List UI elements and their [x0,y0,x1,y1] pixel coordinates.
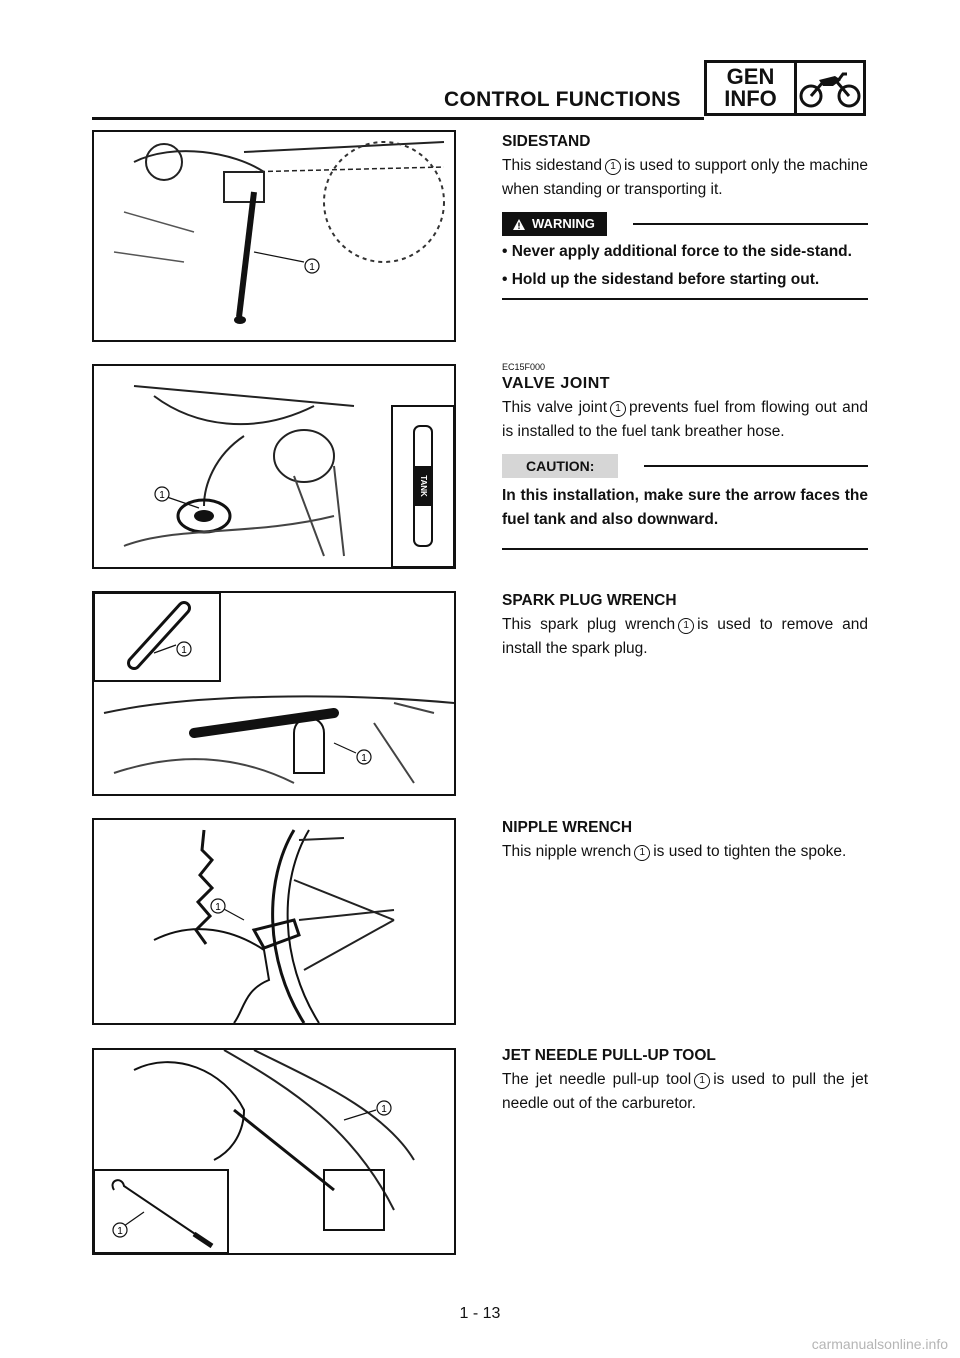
caution-header: CAUTION: [502,454,868,478]
section-title: SIDESTAND [502,133,591,150]
figure-callout-label: 1 [361,753,367,764]
paragraph-text: is used to remove and install the spark … [502,616,868,657]
watermark: carmanualsonline.info [811,1336,948,1352]
figure-valve-joint: 1 TANK [92,364,456,569]
figure-spark-plug-wrench: 1 1 [92,591,456,796]
section-title: NIPPLE WRENCH [502,819,633,836]
inset-tank-label: TANK [419,475,428,497]
callout-number: 1 [604,159,621,175]
section-title: JET NEEDLE PULL-UP TOOL [502,1047,716,1064]
caution-text: In this installation, make sure the arro… [502,487,868,528]
section-badge: GEN INFO [704,60,866,116]
page-header-title: CONTROL FUNCTIONS [444,88,681,111]
paragraph-text: This sidestand [502,157,602,174]
paragraph-text: is used to pull the jet needle out of th… [502,1071,869,1112]
section-code: EC15F000 [502,362,546,372]
warning-rule [632,223,868,225]
warning-header: WARNING [502,212,868,236]
figure-callout-label: 1 [381,1104,387,1115]
caution-badge: CAUTION: [502,454,619,478]
warning-label: WARNING [532,216,595,231]
figure-callout-label: 1 [215,902,221,913]
figure-jet-needle-tool: 1 1 [92,1048,456,1255]
page-number: 1 - 13 [459,1305,501,1322]
warning-end-rule [502,298,868,300]
callout-number: 1 [610,401,627,417]
paragraph-text: is used to tighten the spoke. [653,843,847,860]
warning-bullet: • Never apply additional force to the si… [502,243,852,260]
badge-line-info: INFO [724,86,777,111]
section-badge-text: GEN INFO [707,63,797,113]
warning-triangle-icon [513,218,525,230]
badge-line-gen: GEN [726,64,775,89]
paragraph-text: The jet needle pull-up tool [502,1071,692,1088]
callout-number: 1 [678,618,695,634]
figure-callout-label: 1 [159,490,165,501]
caution-end-rule [502,547,868,550]
figure-nipple-wrench: 1 [92,818,456,1025]
paragraph-text: This nipple wrench [502,843,632,860]
figure-callout-label: 1 [117,1226,123,1237]
caution-rule [644,465,868,467]
section-title: SPARK PLUG WRENCH [502,592,677,609]
paragraph-text: is used to support only the machine when… [502,157,868,198]
motorcycle-icon [797,63,863,113]
section-jet-needle-tool: JET NEEDLE PULL-UP TOOL The jet needle p… [502,1044,868,1116]
figure-sidestand: 1 [92,130,456,342]
warning-bullet: • Hold up the sidestand before starting … [502,271,820,288]
paragraph-text: This spark plug wrench [502,616,676,633]
figure-callout-label: 1 [309,262,315,273]
callout-number: 1 [694,1073,711,1089]
section-title: VALVE JOINT [502,375,611,392]
section-spark-plug-wrench: SPARK PLUG WRENCH This spark plug wrench… [502,589,868,661]
warning-badge: WARNING [502,212,607,236]
paragraph-text: This valve joint [502,399,608,416]
header-rule [92,117,704,120]
figure-callout-label: 1 [181,645,187,656]
paragraph-text: prevents fuel from flowing out and is in… [502,399,868,440]
callout-number: 1 [634,845,651,861]
